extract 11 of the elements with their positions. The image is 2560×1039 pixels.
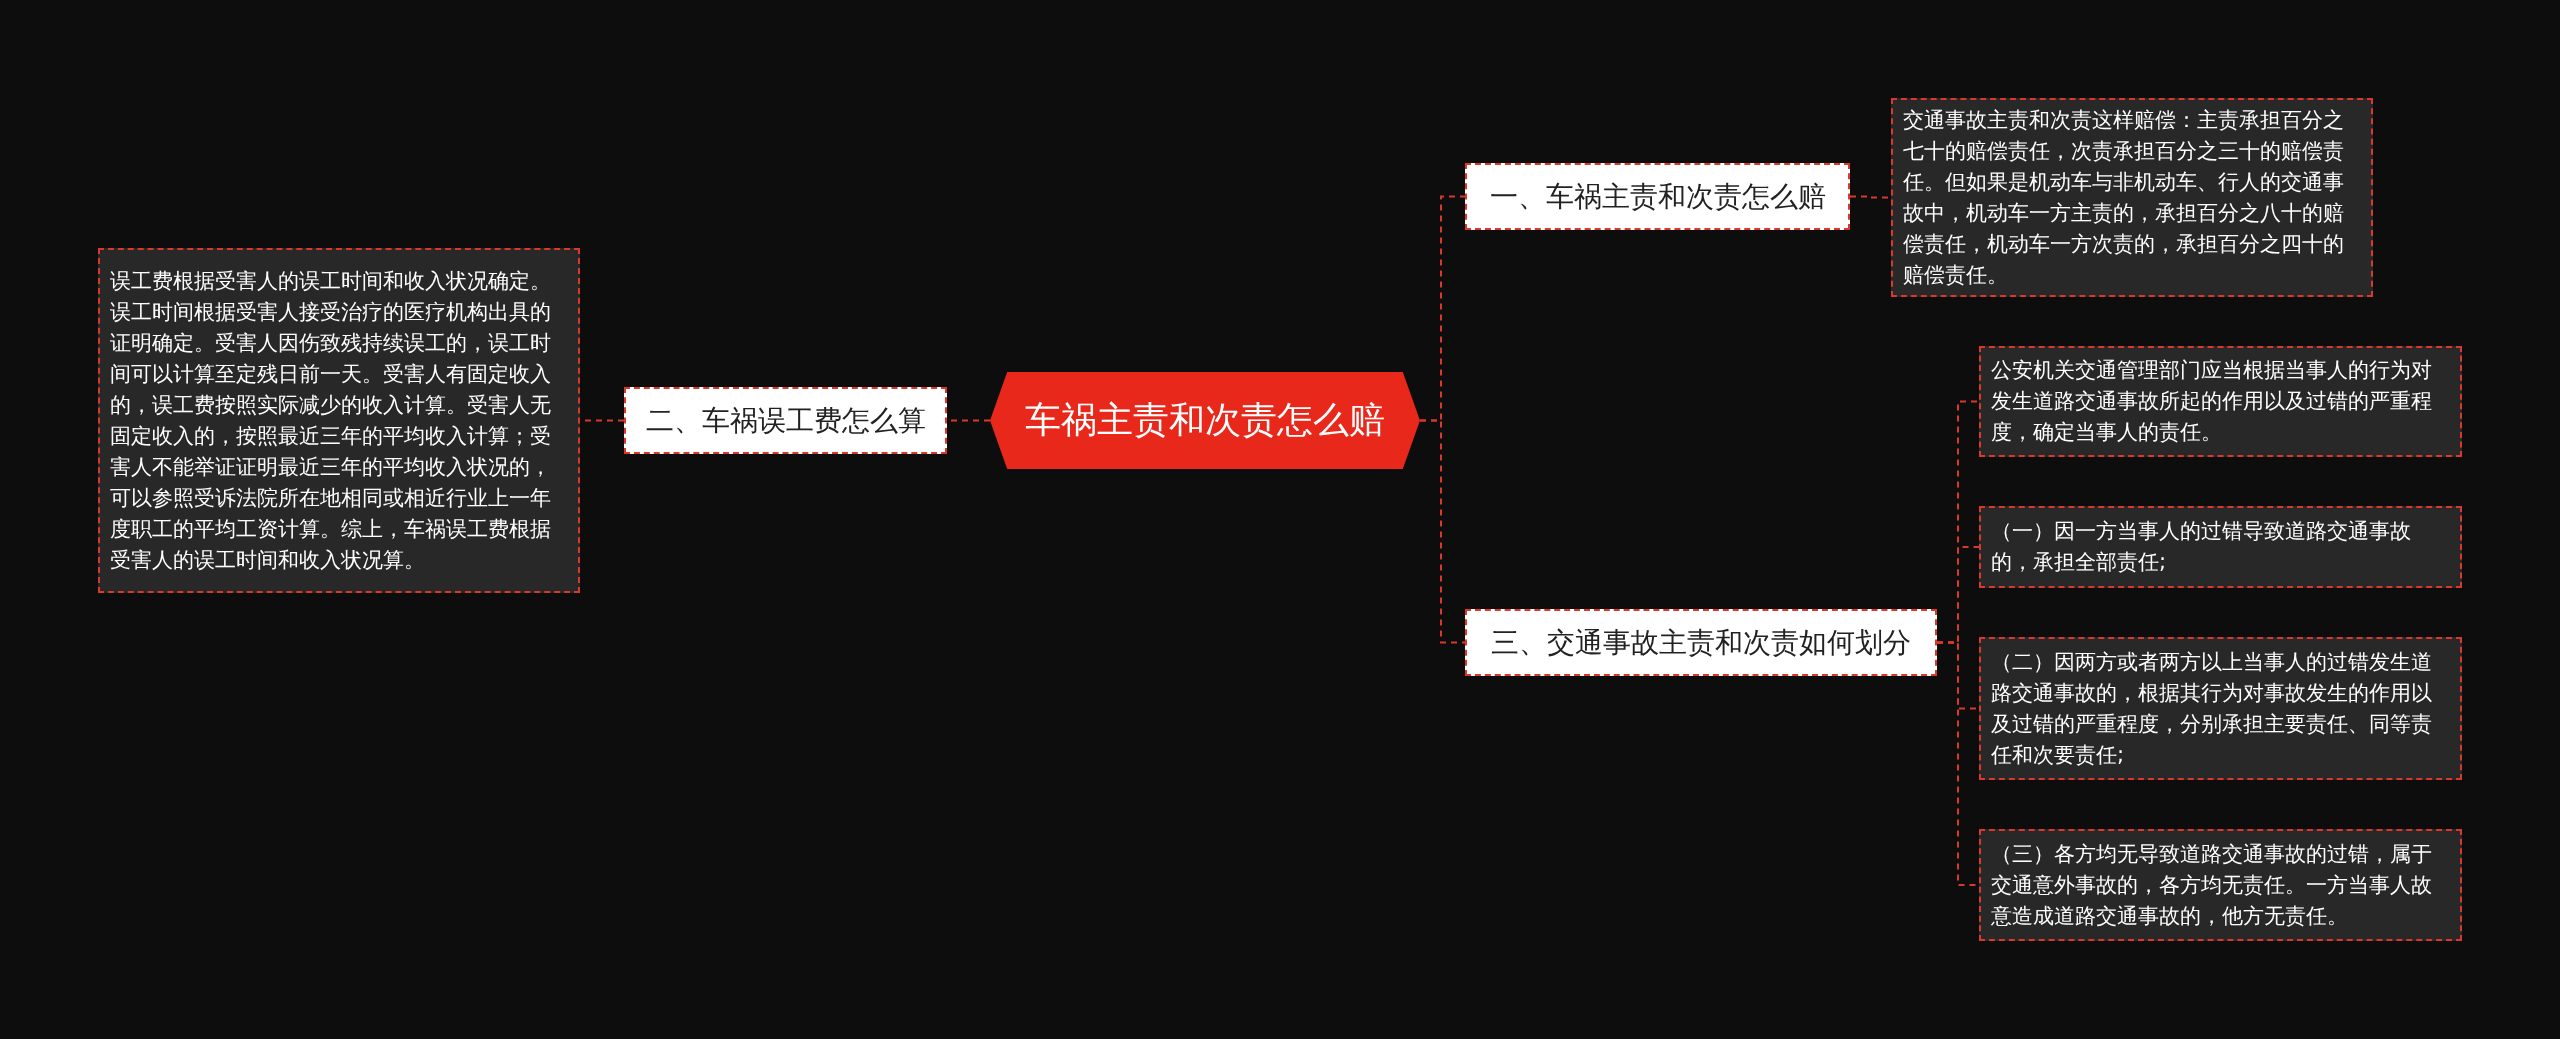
text-box: 交通事故主责和次责这样赔偿：主责承担百分之七十的赔偿责任，次责承担百分之三十的赔偿责任。但如果是机动车与非机动车、行人的交通事故中，机动车一方主责的，承担百分之八十的赔偿责任，机动车一方次责的，承担百分之四十的赔偿责任。 [1891, 98, 2373, 297]
connector-line [1419, 419, 1466, 644]
topic-box: 二、车祸误工费怎么算 [624, 387, 947, 454]
text-box: （一）因一方当事人的过错导致道路交通事故的，承担全部责任; [1979, 506, 2462, 588]
topic-box: 一、车祸主责和次责怎么赔 [1465, 163, 1850, 230]
text-box: 误工费根据受害人的误工时间和收入状况确定。误工时间根据受害人接受治疗的医疗机构出具的证明确定。受害人因伤致残持续误工的，误工时间可以计算至定残日前一天。受害人有固定收入的，误工费按照实际减少的收入计算。受害人无固定收入的，按照最近三年的平均收入计算；受害人不能举证证明最近三年的平均收入状况的，可以参照受诉法院所在地相同或相近行业上一年度职工的平均工资计算。综上，车祸误工费根据受害人的误工时间和收入状况算。 [98, 248, 580, 593]
text-box: （二）因两方或者两方以上当事人的过错发生道路交通事故的，根据其行为对事故发生的作用以及过错的严重程度，分别承担主要责任、同等责任和次要责任; [1979, 637, 2462, 780]
central-topic: 车祸主责和次责怎么赔 [990, 372, 1420, 469]
text-box: 公安机关交通管理部门应当根据当事人的行为对发生道路交通事故所起的作用以及过错的严重程度，确定当事人的责任。 [1979, 346, 2462, 457]
text-box: （三）各方均无导致道路交通事故的过错，属于交通意外事故的，各方均无责任。一方当事人故意造成道路交通事故的，他方无责任。 [1979, 829, 2462, 941]
topic-box: 三、交通事故主责和次责如何划分 [1465, 609, 1937, 676]
